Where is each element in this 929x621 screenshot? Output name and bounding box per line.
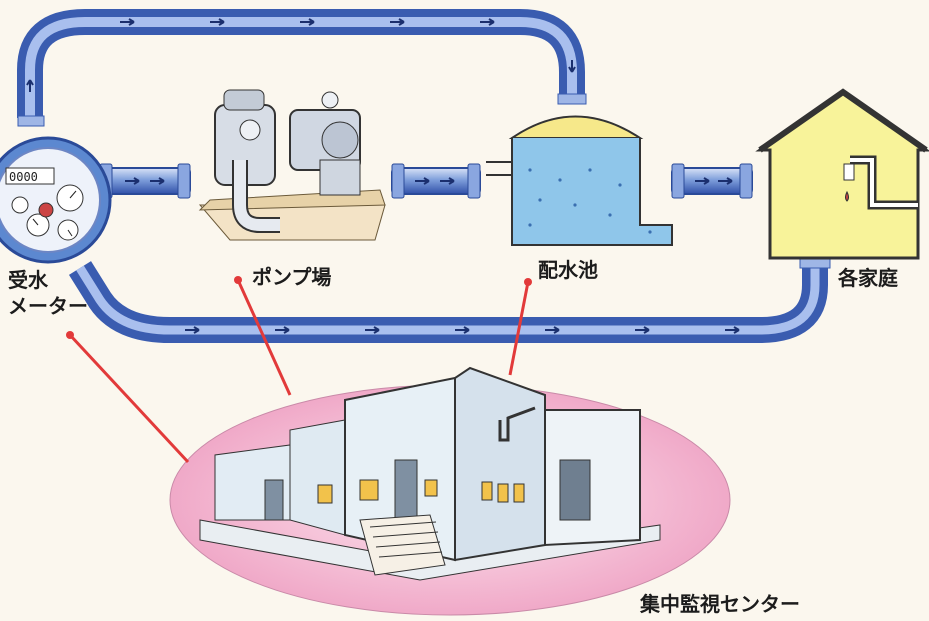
flow-arrow-icon <box>26 18 740 334</box>
top-pipe <box>17 9 585 118</box>
label-meter-line1: 受水 <box>8 268 48 292</box>
water-meter-icon: 0000 <box>0 136 112 264</box>
connector-reservoir-home <box>671 163 753 199</box>
signal-line-reservoir <box>508 281 530 376</box>
house-icon <box>755 88 929 260</box>
monitoring-center-icon <box>199 366 661 581</box>
signal-lines <box>66 276 532 464</box>
connector-meter-pump <box>99 163 191 199</box>
label-center: 集中監視センター <box>640 592 800 616</box>
label-pump: ポンプ場 <box>252 265 332 289</box>
connector-pump-reservoir <box>391 163 481 199</box>
signal-line-pump <box>236 279 292 396</box>
label-home: 各家庭 <box>838 266 898 290</box>
meter-readout: 0000 <box>9 170 38 184</box>
pump-station-icon <box>198 89 386 241</box>
faucet-icon <box>843 155 918 210</box>
label-meter-line2: メーター <box>8 294 88 318</box>
bottom-pipe <box>68 261 828 343</box>
label-reservoir: 配水池 <box>538 258 598 282</box>
reservoir-icon <box>486 115 673 246</box>
signal-line-meter <box>68 333 190 464</box>
